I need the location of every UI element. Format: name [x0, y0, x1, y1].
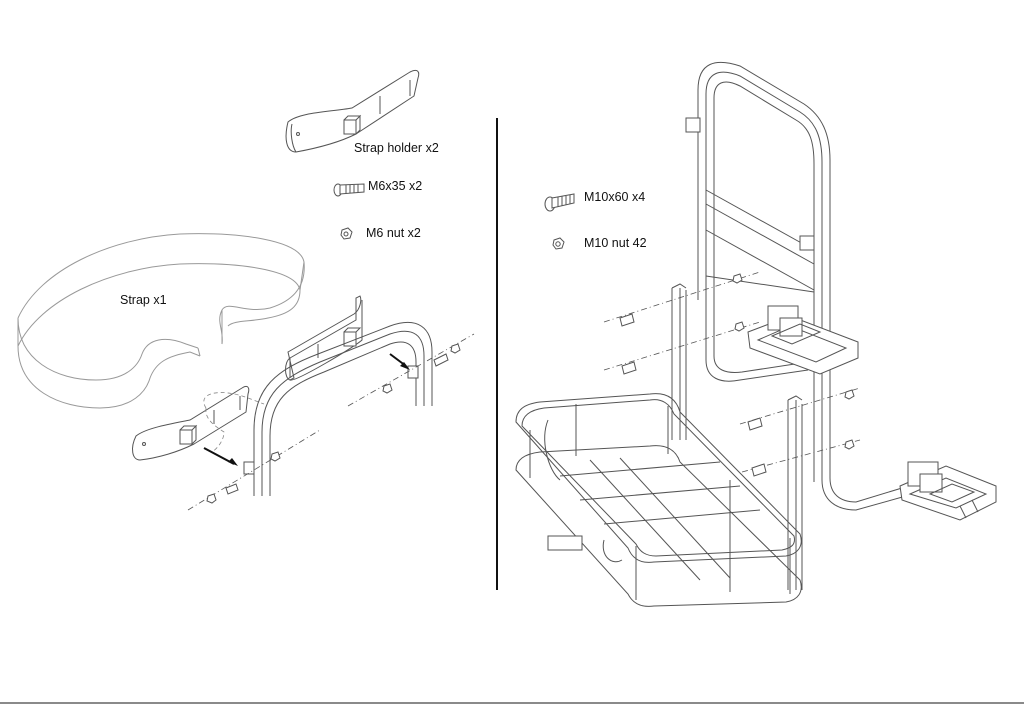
m10x60-label: M10x60 x4 — [584, 190, 646, 204]
seat-frame-part — [243, 321, 433, 496]
m6x35-bolt-part — [333, 183, 365, 197]
back-frame-part — [685, 61, 907, 511]
basket-part — [515, 393, 802, 607]
strap-holder-label: Strap holder x2 — [354, 141, 439, 155]
frame-bolt-axis-3 — [739, 387, 861, 431]
arrow-lower — [203, 447, 238, 466]
seat-bolt-axis-lower — [187, 429, 321, 511]
upper-mount-plate-part — [747, 305, 859, 375]
strap-holder-part-lower — [132, 385, 265, 461]
frame-bolt-axis-1 — [603, 271, 761, 327]
seat-bolt-axis-upper — [347, 333, 475, 407]
m10-nut-part — [552, 237, 565, 250]
arrow-upper — [389, 353, 410, 370]
strap-part — [17, 233, 305, 409]
m10x60-bolt-part — [544, 193, 575, 212]
basket-support-posts — [671, 283, 803, 590]
strap-holder-part-frame — [285, 295, 363, 381]
m6-nut-part — [340, 227, 353, 240]
m6x35-label: M6x35 x2 — [368, 179, 423, 193]
lower-mount-plate-part — [899, 461, 997, 521]
m10-nut-label: M10 nut 42 — [584, 236, 647, 250]
frame-bolt-axis-2 — [603, 321, 761, 375]
strap-label: Strap x1 — [120, 293, 167, 307]
strap-holder-part-top — [285, 69, 420, 153]
m6-nut-label: M6 nut x2 — [366, 226, 421, 240]
frame-bolt-axis-4 — [741, 439, 861, 477]
